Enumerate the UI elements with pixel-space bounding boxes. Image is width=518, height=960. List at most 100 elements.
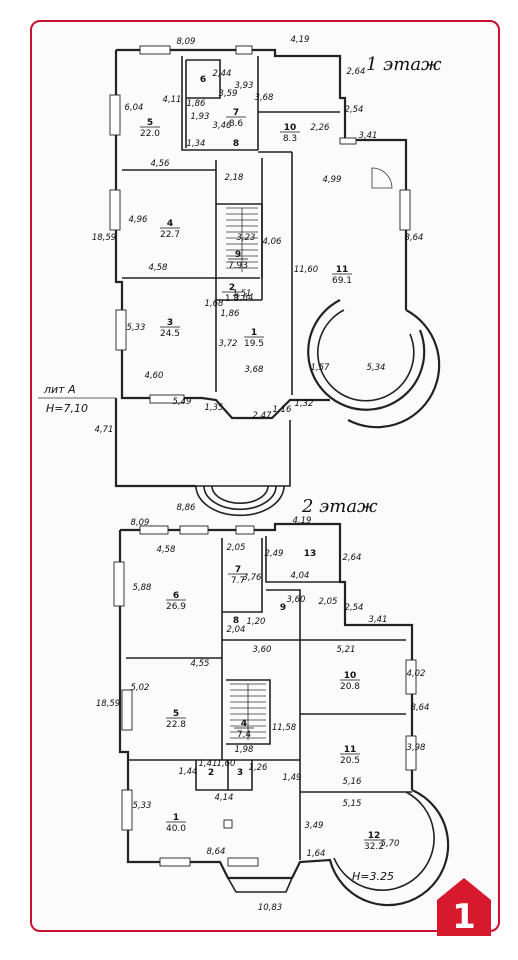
floor1-dimension-16: 4,56: [151, 159, 171, 169]
floor1-room-1-number: 1: [251, 328, 257, 338]
floor2-dimension-3: 2,05: [227, 543, 246, 553]
floor2-dimension-2: 4,58: [157, 545, 177, 555]
floor2-dimension-13: 2,04: [227, 625, 246, 635]
floor1-dimension-17: 2,18: [225, 173, 245, 183]
floor2-room-1-area: 40.0: [166, 824, 186, 834]
floor2-dimension-9: 3,60: [287, 595, 306, 605]
floor1-dimension-40: 4,71: [95, 425, 114, 435]
floor1-dimension-10: 1,86: [187, 99, 207, 109]
floor2-plan: [113, 522, 450, 907]
floor1-dimension-6: 4,11: [163, 95, 182, 105]
floor2-dimension-15: 4,55: [191, 659, 210, 669]
floor2-dimension-8: 5,88: [133, 583, 153, 593]
floor2-room-7-area: 7.7: [231, 576, 245, 586]
floor1-dimension-19: 18,59: [92, 233, 116, 243]
floor1-dimension-7: 2,44: [213, 69, 232, 79]
floor2-dimension-32: 5,15: [343, 799, 362, 809]
floor1-dimension-2: 2,64: [347, 67, 366, 77]
floor1-room-11-number: 11: [336, 265, 349, 275]
floor2-dimension-1: 4,19: [293, 516, 312, 526]
floor2-dimension-0: 8,09: [131, 518, 150, 528]
floor2-dimension-38: 10,83: [258, 903, 282, 913]
floor1-plan: [38, 45, 441, 517]
floor1-room-1-area: 19.5: [244, 339, 264, 349]
floor2-room-1-number: 1: [173, 813, 179, 823]
floor1-dimension-21: 4,06: [263, 237, 283, 247]
floor1-dimension-0: 8,09: [177, 37, 196, 47]
floor1-room-9-area: 7.93: [228, 261, 248, 271]
floor1-room-7-area: 8.6: [229, 119, 244, 129]
floor2-dimension-29: 4,14: [215, 793, 234, 803]
floor2-dimension-18: 18,59: [96, 699, 120, 709]
floor1-dimension-5: 6,04: [125, 103, 144, 113]
floor2-room-6-number: 6: [173, 591, 179, 601]
floor1-dimension-9: 3,93: [235, 81, 254, 91]
floor2-dimension-22: 11,58: [272, 723, 297, 733]
floor2-dimension-24: 3,98: [407, 743, 427, 753]
floor1-dimension-36: 1,35: [205, 403, 224, 413]
floor2-room-13-number: 13: [304, 549, 317, 559]
floor2-dimension-26: 1,60: [217, 759, 236, 769]
floor2-dimension-27: 1,44: [179, 767, 198, 777]
floor2-room-12-number: 12: [368, 831, 381, 841]
floor2-dimension-34: 3,49: [305, 821, 324, 831]
floor2-dimension-14: 1,20: [247, 617, 266, 627]
floor2-room-11-area: 20.5: [340, 756, 360, 766]
floor2-dimension-17: 5,21: [337, 645, 356, 655]
floor1-dimension-34: 5,34: [367, 363, 386, 373]
floor2-room-12-area: 32.2: [364, 842, 384, 852]
floor1-room-8-number: 8: [233, 139, 239, 149]
floor1-dimension-30: 3,72: [219, 339, 238, 349]
floor1-dimension-37: 2,47: [253, 411, 273, 421]
floor1-dimension-25: 1,51: [233, 289, 252, 299]
floor1-dimension-28: 1,86: [221, 309, 241, 319]
floor1-room-9-number: 9: [235, 250, 241, 260]
floor1-dimension-32: 3,68: [245, 365, 265, 375]
floor2-room-9-number: 9: [280, 603, 286, 613]
floor1-title: 1 этаж: [366, 54, 442, 75]
floor2-dimension-12: 3,41: [369, 615, 388, 625]
lit-label: лит А: [43, 383, 76, 396]
floor1-room-4-number: 4: [167, 219, 173, 229]
floor1-dimension-33: 1,57: [311, 363, 331, 373]
floor1-room-3-number: 3: [167, 318, 173, 328]
floor1-dimension-42: 3,23: [237, 233, 256, 243]
floor2-room-5-number: 5: [173, 709, 179, 719]
floor2-dimension-28: 1,26: [249, 763, 269, 773]
floor1-dimension-39: 1,32: [295, 399, 314, 409]
floor1-dimension-22: 11,60: [294, 265, 318, 275]
floor2-dimension-11: 2,05: [319, 597, 338, 607]
floor1-room-4-area: 22.7: [160, 230, 180, 240]
floor2-room-6-area: 26.9: [166, 602, 186, 612]
floor1-room-11-area: 69.1: [332, 276, 352, 286]
floor1-dimension-41: 8,86: [177, 503, 197, 513]
floor2-dimension-19: 5,02: [131, 683, 150, 693]
floor2-dimension-25: 1,41: [199, 759, 218, 769]
floor2-dimension-21: 8,64: [411, 703, 430, 713]
floor1-dimension-3: 2,54: [345, 105, 364, 115]
floor2-dimension-31: 5,16: [343, 777, 363, 787]
floor2-dimension-33: 5,33: [133, 801, 152, 811]
floor2-room-10-number: 10: [344, 671, 357, 681]
floor1-room-5-area: 22.0: [140, 129, 160, 139]
floor1-dimension-24: 4,58: [149, 263, 169, 273]
floor1-room-7-number: 7: [233, 108, 239, 118]
floor2-dimension-35: 8,64: [207, 847, 226, 857]
floor1-dimension-29: 5,33: [127, 323, 146, 333]
floor2-dimension-36: 1,64: [307, 849, 326, 859]
floor2-height-label: H=3.25: [352, 870, 394, 883]
floor2-dimension-30: 1,49: [283, 773, 302, 783]
floor1-dimension-11: 1,93: [191, 112, 210, 122]
floor1-dimension-27: 1,64: [235, 293, 254, 303]
floor1-dimension-26: 1,68: [205, 299, 225, 309]
floor1-room-10-area: 8.3: [283, 134, 297, 144]
floor2-room-8-number: 8: [233, 616, 239, 626]
floor2-dimension-7: 4,04: [291, 571, 310, 581]
plan-frame: [30, 20, 500, 932]
floor2-dimension-5: 2,64: [343, 553, 362, 563]
floor1-room-6-number: 6: [200, 75, 206, 85]
floor1-dimension-38: 1,16: [273, 405, 293, 415]
floor1-room-2-area: 1.8: [225, 294, 240, 304]
floor1-room-3-area: 24.5: [160, 329, 180, 339]
